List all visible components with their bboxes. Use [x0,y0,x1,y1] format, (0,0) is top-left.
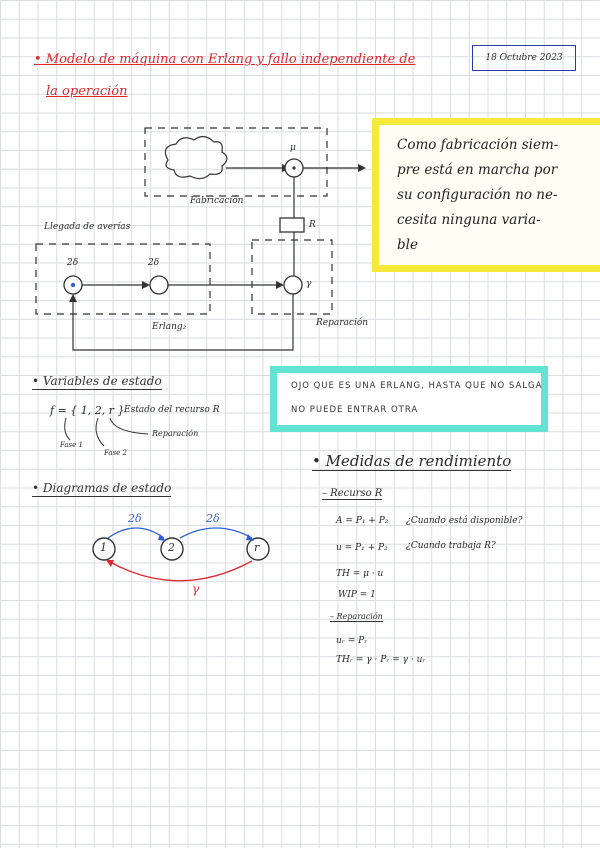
teal-note: OJO QUE ES UNA ERLANG, HASTA QUE NO SALG… [270,366,548,432]
state-2 [160,537,184,561]
fabricacion-box [144,127,328,197]
wip-formula: WIP = 1 [338,590,376,600]
reparacion-label: Reparación [316,318,369,328]
state-r [246,537,270,561]
arrow-reparacion [109,417,149,435]
rate-2-r: 2δ [206,512,220,525]
erlang-node-2 [149,275,169,295]
node1-rate: 2δ [67,258,79,268]
feedback-loop [72,294,294,351]
teal-note-line: NO PUEDE ENTRAR OTRA [291,405,419,415]
states-heading: • Diagramas de estado [32,481,172,497]
teal-note-line: OJO QUE ES UNA ERLANG, HASTA QUE NO SALG… [291,381,543,391]
erlang-box [35,243,211,315]
ur-formula: uᵣ = Pᵣ [336,636,368,646]
llegada-label: Llegada de averías [44,222,131,232]
thr-formula: THᵣ = γ · Pᵣ = γ · uᵣ [336,655,426,665]
state-1 [92,537,116,561]
reparacion-box [251,239,333,315]
fase2-label: Fase 2 [104,449,127,457]
erlang-label: Erlang₂ [152,322,187,332]
yellow-note-line: cesita ninguna varia- [397,212,541,228]
fase1-label: Fase 1 [60,441,83,449]
rate-1-2: 2δ [128,512,142,525]
medidas-heading: • Medidas de rendimiento [312,452,512,471]
A-formula: A = P₁ + P₂ [336,516,389,526]
u-formula: u = P₁ + P₂ [336,543,388,553]
th-formula: TH = μ · u [336,569,384,579]
yellow-note: Como fabricación siem- pre está en march… [372,118,600,272]
arrow-fase1 [64,417,71,441]
A-question: ¿Cuando está disponible? [406,516,523,526]
yellow-note-line: Como fabricación siem- [397,137,559,153]
arc-2-r [179,527,253,539]
yellow-note-line: pre está en marcha por [397,162,558,178]
state-2-label: 2 [168,541,175,554]
state-r-label: r [254,541,260,554]
date-box: 18 Octubre 2023 [472,45,576,71]
page-title-continuation: la operación [46,84,128,99]
yellow-note-line: ble [397,237,418,253]
repair-node [283,275,303,295]
reparacion-heading: – Reparación [330,612,383,622]
rate-r-1: γ [192,582,200,596]
mu-label: μ [290,143,296,153]
reparacion-arrow-label: Reparación [152,429,199,438]
yellow-note-line: su configuración no ne- [397,187,558,203]
cloud-icon [164,135,228,180]
page-title: • Modelo de máquina con Erlang y fallo i… [34,52,416,67]
variables-formula: f = { 1, 2, r } [50,404,125,417]
recurso-heading: – Recurso R [322,488,383,500]
fabricacion-label: Fabricación [190,196,244,206]
arc-r-1 [109,560,253,582]
gamma-label: γ [306,279,312,289]
u-question: ¿Cuando trabaja R? [406,541,496,551]
arc-1-2 [107,527,165,539]
resource-r-box [279,217,305,233]
arrow-fase2 [95,417,105,447]
variables-heading: • Variables de estado [32,374,162,390]
state-1-label: 1 [100,541,107,554]
r-label: R [309,220,316,230]
node2-rate: 2δ [148,258,160,268]
variables-description: Estado del recurso R [124,405,220,415]
